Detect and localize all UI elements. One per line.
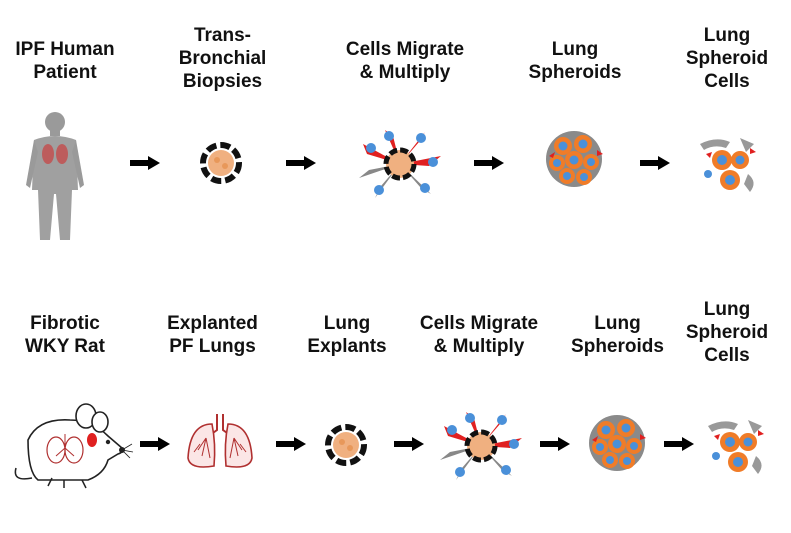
arrow-right-icon	[540, 437, 570, 451]
tissue-biopsy-icon	[200, 142, 242, 184]
rat-icon	[14, 403, 134, 489]
spheroid-icon	[589, 415, 646, 471]
arrow-right-icon	[394, 437, 424, 451]
cell-migration-icon	[359, 130, 441, 198]
tissue-biopsy-icon	[325, 424, 367, 466]
arrow-right-icon	[286, 156, 316, 170]
arrow-right-icon	[474, 156, 504, 170]
spheroid-cells-icon	[700, 138, 756, 192]
arrow-right-icon	[276, 437, 306, 451]
arrow-right-icon	[664, 437, 694, 451]
cell-migration-icon	[440, 412, 522, 480]
label-cells-migrate-multiply-top: Cells Migrate& Multiply	[345, 39, 465, 83]
arrow-right-icon	[140, 437, 170, 451]
arrow-right-icon	[130, 156, 160, 170]
lungs-icon	[187, 414, 253, 468]
spheroid-cells-icon	[708, 420, 764, 474]
arrow-right-icon	[640, 156, 670, 170]
human-silhouette-icon	[26, 112, 84, 240]
label-cells-migrate-multiply-bottom: Cells Migrate& Multiply	[419, 313, 539, 357]
spheroid-icon	[546, 131, 603, 187]
